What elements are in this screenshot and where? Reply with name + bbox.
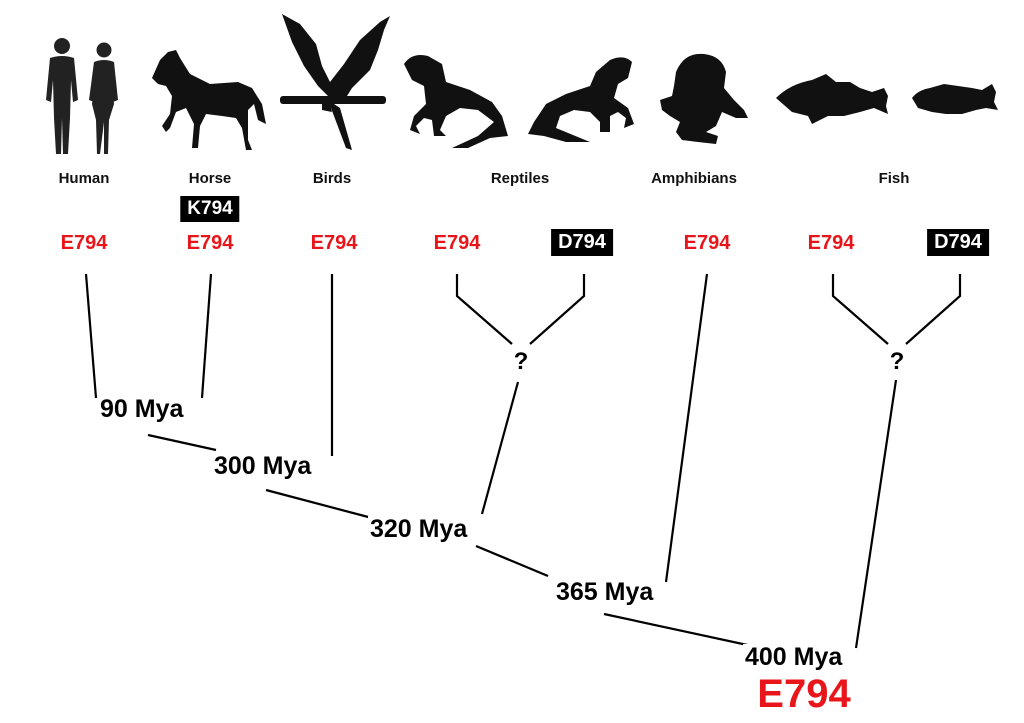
residue-horse: E794 (186, 232, 234, 254)
branch-reptiles-stem (480, 381, 520, 515)
node-reptile-unknown: ? (513, 348, 529, 375)
branch-amphibians (664, 273, 709, 583)
residue-fish-2: D794 (927, 229, 989, 256)
label-horse: Horse (188, 170, 232, 187)
branch-fish-1 (831, 274, 889, 345)
residue-human: E794 (60, 232, 108, 254)
node-365-mya: 365 Mya (554, 578, 656, 607)
branch-reptile-1 (455, 274, 513, 345)
node-320-mya: 320 Mya (368, 515, 470, 544)
lizard-silhouette-icon (404, 55, 508, 148)
human-silhouette-icon (46, 38, 118, 154)
label-amphibians: Amphibians (651, 170, 737, 187)
residue-reptile-2: D794 (551, 229, 613, 256)
branch-fish-2 (905, 274, 962, 345)
residue-reptile-1: E794 (433, 232, 481, 254)
fish-silhouette-icon (912, 84, 998, 114)
root-residue: E794 (757, 672, 851, 716)
horse-silhouette-icon (152, 50, 266, 150)
frog-silhouette-icon (660, 53, 748, 144)
branch-horse (200, 273, 213, 399)
residue-horse-variant: K794 (180, 196, 240, 222)
residue-amphibians: E794 (683, 232, 731, 254)
label-birds: Birds (312, 170, 352, 187)
branch-reptile-2 (529, 274, 586, 345)
branch-human (84, 273, 98, 399)
edge-90-300 (147, 433, 217, 452)
residue-birds: E794 (310, 232, 358, 254)
edge-320-365 (475, 544, 549, 578)
branch-fish-stem (854, 379, 898, 649)
node-90-mya: 90 Mya (98, 395, 186, 424)
edge-365-400 (603, 612, 753, 648)
residue-fish-1: E794 (807, 232, 855, 254)
fish-silhouette-icon (776, 74, 888, 124)
node-400-mya: 400 Mya (743, 643, 845, 672)
label-fish: Fish (878, 170, 910, 187)
label-reptiles: Reptiles (490, 170, 550, 187)
lizard-silhouette-icon (528, 57, 634, 142)
node-300-mya: 300 Mya (212, 452, 314, 481)
node-fish-unknown: ? (889, 348, 905, 375)
edge-300-320 (265, 488, 373, 520)
label-human: Human (58, 170, 110, 187)
bird-silhouette-icon (280, 14, 390, 150)
